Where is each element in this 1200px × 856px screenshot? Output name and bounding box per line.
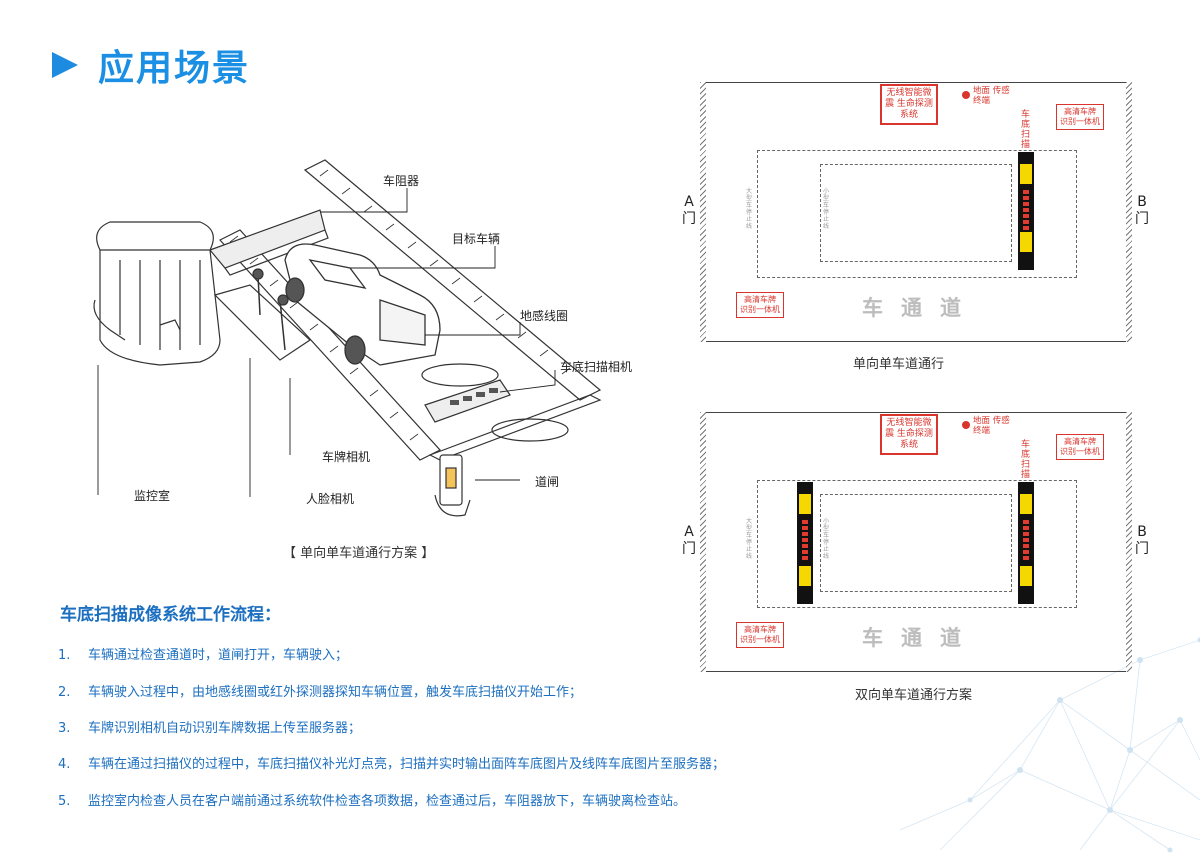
page-header: 应用场景 <box>52 40 250 90</box>
plan-one-small-zone <box>820 164 1012 262</box>
workflow-step: 4.车辆在通过扫描仪的过程中，车底扫描仪补光灯点亮，扫描并实时输出面阵车底图片及… <box>58 757 726 772</box>
detector-box: 无线智能微震 生命探测系统 <box>880 84 938 125</box>
left-wall-hatch <box>700 82 706 342</box>
plan-two-big-zone <box>757 480 1077 608</box>
road-bed <box>428 394 602 461</box>
small-stop-line-label: 小型车停止线 <box>822 188 829 230</box>
workflow-step: 3.车牌识别相机自动识别车牌数据上传至服务器； <box>58 721 362 736</box>
ground-terminal-label: 地面 传感终端 <box>973 416 1010 436</box>
gate-label: 道闸 <box>535 475 560 489</box>
gate-b-label: B 门 <box>1135 524 1149 557</box>
workflow-step: 1.车辆通过检查通道时，道闸打开，车辆驶入； <box>58 648 349 663</box>
monitor-booth <box>93 221 221 366</box>
big-stop-line-label: 大型车停止线 <box>745 518 752 560</box>
plate-reader-bottom: 高清车牌 识别一体机 <box>736 292 784 318</box>
plan-two-scanner-left <box>797 482 813 604</box>
face-camera-label: 人脸相机 <box>306 492 355 506</box>
plan-one-big-zone <box>757 150 1077 278</box>
right-guard-rail <box>303 159 602 401</box>
plate-reader-top: 高清车牌 识别一体机 <box>1056 104 1104 130</box>
plan-one-scanner <box>1018 152 1034 270</box>
gate-a-label: A 门 <box>682 194 696 227</box>
gate-a-label: A 门 <box>682 524 696 557</box>
big-stop-line-label: 大型车停止线 <box>745 188 752 230</box>
plan-two-small-zone <box>820 494 1012 592</box>
undercarriage-camera-label: 车底扫描相机 <box>560 360 633 374</box>
page-title: 应用场景 <box>98 47 251 89</box>
barrier-label: 车阻器 <box>383 174 420 188</box>
workflow-title: 车底扫描成像系统工作流程： <box>60 605 281 625</box>
right-wall-hatch <box>1126 412 1132 672</box>
sensor-dot-icon <box>962 421 970 429</box>
plate-camera-label: 车牌相机 <box>322 450 371 464</box>
scan-label: 车底扫描 <box>1020 110 1030 150</box>
lane-label: 车通道 <box>862 296 979 320</box>
detector-box: 无线智能微震 生命探测系统 <box>880 414 938 455</box>
network-background-decoration <box>899 637 1200 853</box>
ground-terminal-label: 地面 传感终端 <box>973 86 1010 106</box>
triangle-bullet-icon <box>52 52 78 78</box>
plan-one-caption: 单向单车道通行 <box>853 357 945 372</box>
monitor-room-label: 监控室 <box>134 489 171 503</box>
plan-two-caption: 双向单车道通行方案 <box>855 688 973 703</box>
scan-label: 车底扫描 <box>1020 440 1030 480</box>
ground-loop-2 <box>491 418 569 442</box>
plate-reader-top: 高清车牌 识别一体机 <box>1056 434 1104 460</box>
sensor-dot-icon <box>962 91 970 99</box>
left-guard-rail <box>219 229 441 461</box>
small-stop-line-label: 小型车停止线 <box>822 518 829 560</box>
target-vehicle-label: 目标车辆 <box>452 232 501 246</box>
gate-b-label: B 门 <box>1135 194 1149 227</box>
target-car <box>284 243 441 366</box>
left-wall-hatch <box>700 412 706 672</box>
plan-two-scanner-right <box>1018 482 1034 604</box>
ground-loop-1 <box>421 363 499 387</box>
right-wall-hatch <box>1126 82 1132 342</box>
ground-loop-label: 地感线圈 <box>520 309 569 323</box>
workflow-step: 5.监控室内检查人员在客户端前通过系统软件检查各项数据，检查通过后，车阻器放下，… <box>58 794 687 809</box>
camera-island <box>213 284 311 361</box>
checkpoint-isometric-diagram <box>93 159 602 517</box>
plate-reader-bottom: 高清车牌 识别一体机 <box>736 622 784 648</box>
lane-label: 车通道 <box>862 626 979 650</box>
main-diagram-caption: 【 单向单车道通行方案 】 <box>283 546 435 561</box>
workflow-step: 2.车辆驶入过程中，由地感线圈或红外探测器探知车辆位置，触发车底扫描仪开始工作； <box>58 685 583 700</box>
gate-barrier <box>434 454 471 517</box>
